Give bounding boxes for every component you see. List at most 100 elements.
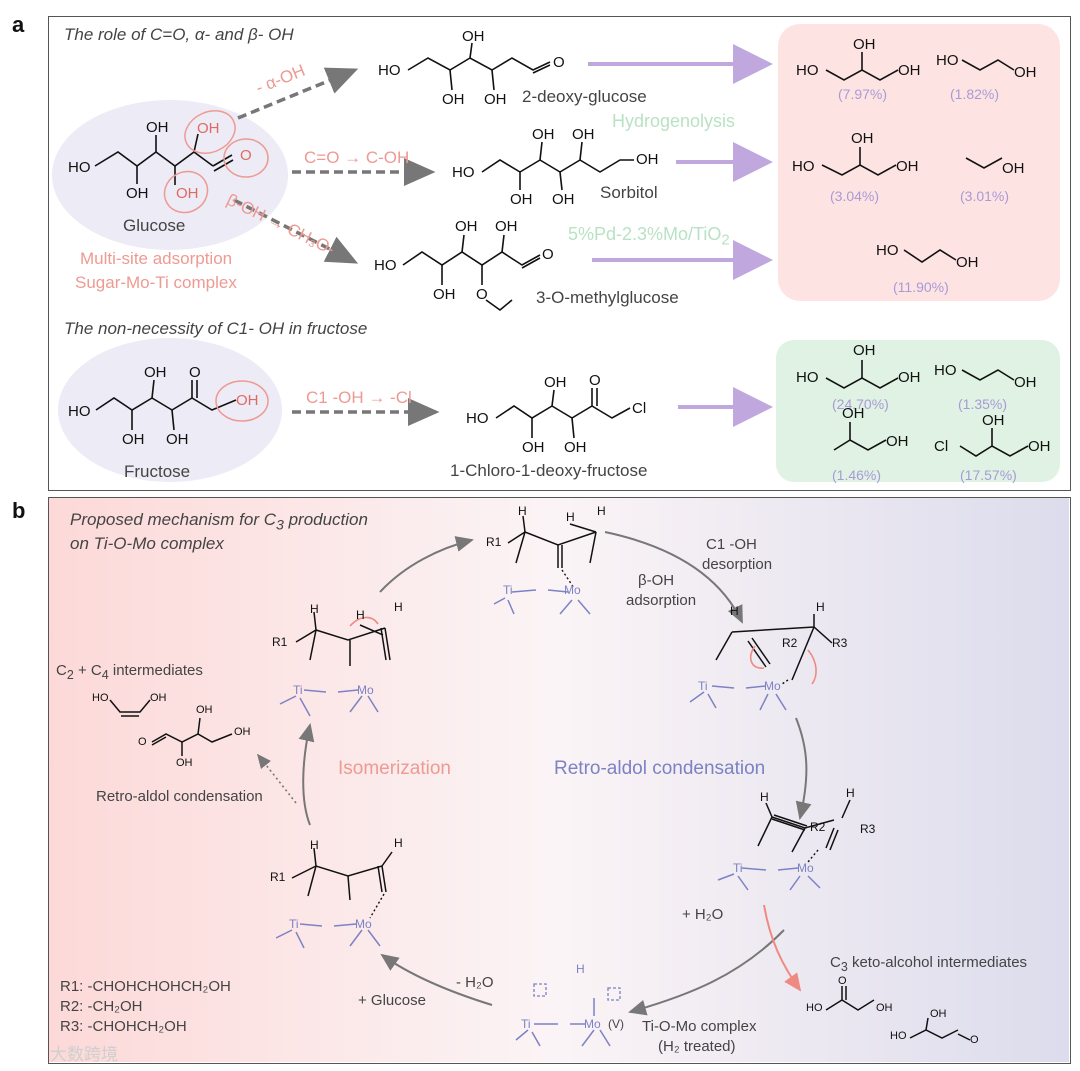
atom-ho: HO <box>378 62 401 79</box>
cycle-arrows <box>298 531 812 1016</box>
atom-oh: OH <box>462 28 485 45</box>
atom-ho: HO <box>68 159 91 176</box>
atom-mo: Mo <box>355 917 372 931</box>
atom-ho: HO <box>466 410 489 427</box>
atom-oh: OH <box>442 91 465 108</box>
panel-a-letter: a <box>12 12 25 37</box>
pct-eg-f: (1.35%) <box>958 396 1008 412</box>
atom-ho: HO <box>934 362 957 379</box>
atom-h: H <box>576 962 585 976</box>
atom-oh: OH <box>853 342 876 359</box>
panel-b-letter: b <box>12 498 26 523</box>
atom-oh: OH <box>144 364 167 381</box>
atom-mo: Mo <box>357 683 374 697</box>
purple-arrows <box>588 44 773 427</box>
atom-r1: R1 <box>272 635 288 649</box>
atom-oh: OH <box>122 431 145 448</box>
c3-keto-c: keto-alcohol intermediates <box>847 954 1028 971</box>
atom-h: H <box>394 600 403 614</box>
pct-glycerol-1: (7.97%) <box>838 86 888 102</box>
atom-h: H <box>518 504 527 518</box>
panel-a-frame <box>48 16 1071 491</box>
catalyst-sub: 2 <box>721 231 730 249</box>
mechanism-title: Proposed mechanism for C3 production <box>70 510 368 533</box>
atom-ho: HO <box>876 242 899 259</box>
atom-oh: OH <box>898 62 921 79</box>
atom-o: O <box>838 975 847 987</box>
c2c4-d: 4 <box>101 668 109 682</box>
atom-r2: R2 <box>782 636 798 650</box>
atom-v: (V) <box>608 1017 624 1031</box>
atom-oh: OH <box>196 704 213 716</box>
atom-h: H <box>816 600 825 614</box>
c3-keto-label: C3 keto-alcohol intermediates <box>830 954 1027 974</box>
mechanism-title-tail: production <box>283 510 368 529</box>
pct-cl-f: (17.57%) <box>960 467 1017 483</box>
atom-oh: OH <box>851 130 874 147</box>
atom-oh: OH <box>146 119 169 136</box>
atom-oh: OH <box>126 185 149 202</box>
atom-oh: OH <box>636 151 659 168</box>
atom-ho: HO <box>374 257 397 274</box>
dashed-arrows <box>233 67 440 426</box>
panel-b-frame <box>48 497 1071 1064</box>
h2-treated-label: (H₂ treated) <box>658 1038 736 1055</box>
atom-mo: Mo <box>797 861 814 875</box>
atom-oh-pink: OH <box>236 392 259 409</box>
atom-ho: HO <box>68 403 91 420</box>
pct-eg-3: (11.90%) <box>893 279 949 295</box>
atom-oh-pink: OH <box>197 120 220 137</box>
atom-h: H <box>730 604 739 618</box>
sugar-complex-label: Sugar-Mo-Ti complex <box>75 273 237 292</box>
glucose-label: Glucose <box>123 216 186 235</box>
atom-o-pink: O <box>240 147 252 164</box>
heading-role: The role of C=O, α- and β- OH <box>64 25 294 44</box>
products-box-glucose <box>778 24 1060 301</box>
red-arrow <box>763 904 802 992</box>
c2c4-b: 2 <box>66 668 74 682</box>
atom-oh-pink: OH <box>176 185 199 202</box>
atom-ho: HO <box>796 369 819 386</box>
atom-o: O <box>589 372 601 389</box>
ti-mo-bonds <box>275 589 821 1047</box>
mechanism-title-main: Proposed mechanism for C <box>70 510 276 529</box>
molecule-bonds <box>94 42 1029 457</box>
sorbitol-label: Sorbitol <box>600 183 658 202</box>
atom-oh: OH <box>956 254 979 271</box>
atom-r3: R3 <box>832 636 848 650</box>
atom-o: O <box>553 54 565 71</box>
plus-h2o-label: + H₂O <box>682 906 724 923</box>
pct-ethanol-2: (3.01%) <box>960 188 1010 204</box>
atom-r2: R2 <box>810 820 826 834</box>
atom-ho: HO <box>792 158 815 175</box>
c1-oh-label: C1 -OH <box>706 536 757 553</box>
isomerization-label: Isomerization <box>338 758 451 779</box>
atom-ho: HO <box>890 1030 907 1042</box>
dotted-arrow <box>257 753 297 804</box>
atom-oh: OH <box>564 439 587 456</box>
retro-aldol-big-label: Retro-aldol condensation <box>554 758 766 779</box>
atom-oh: OH <box>166 431 189 448</box>
atom-oh: OH <box>1014 64 1037 81</box>
atom-oh: OH <box>552 191 575 208</box>
atom-oh: OH <box>898 369 921 386</box>
arrow-c1-cl-label: C1 -OH → -Cl <box>306 388 412 407</box>
coordination-bonds <box>369 569 819 919</box>
pct-pg-f: (1.46%) <box>832 467 882 483</box>
atom-h: H <box>597 504 606 518</box>
methylglucose-label: 3-O-methylglucose <box>536 288 679 307</box>
atom-ti: Ti <box>293 683 303 697</box>
atom-ho: HO <box>796 62 819 79</box>
hydrogenolysis-label: Hydrogenolysis <box>612 111 736 131</box>
atom-h: H <box>310 602 319 616</box>
atom-h: H <box>846 786 855 800</box>
atom-ho: HO <box>452 164 475 181</box>
atom-oh: OH <box>176 757 193 769</box>
fructose-label: Fructose <box>124 462 191 481</box>
atom-h: H <box>356 608 365 622</box>
atom-oh: OH <box>455 218 478 235</box>
atom-oh: OH <box>510 191 533 208</box>
catalyst-label: 5%Pd-2.3%Mo/TiO2 <box>568 224 730 249</box>
c2c4-c: + C <box>73 662 102 679</box>
